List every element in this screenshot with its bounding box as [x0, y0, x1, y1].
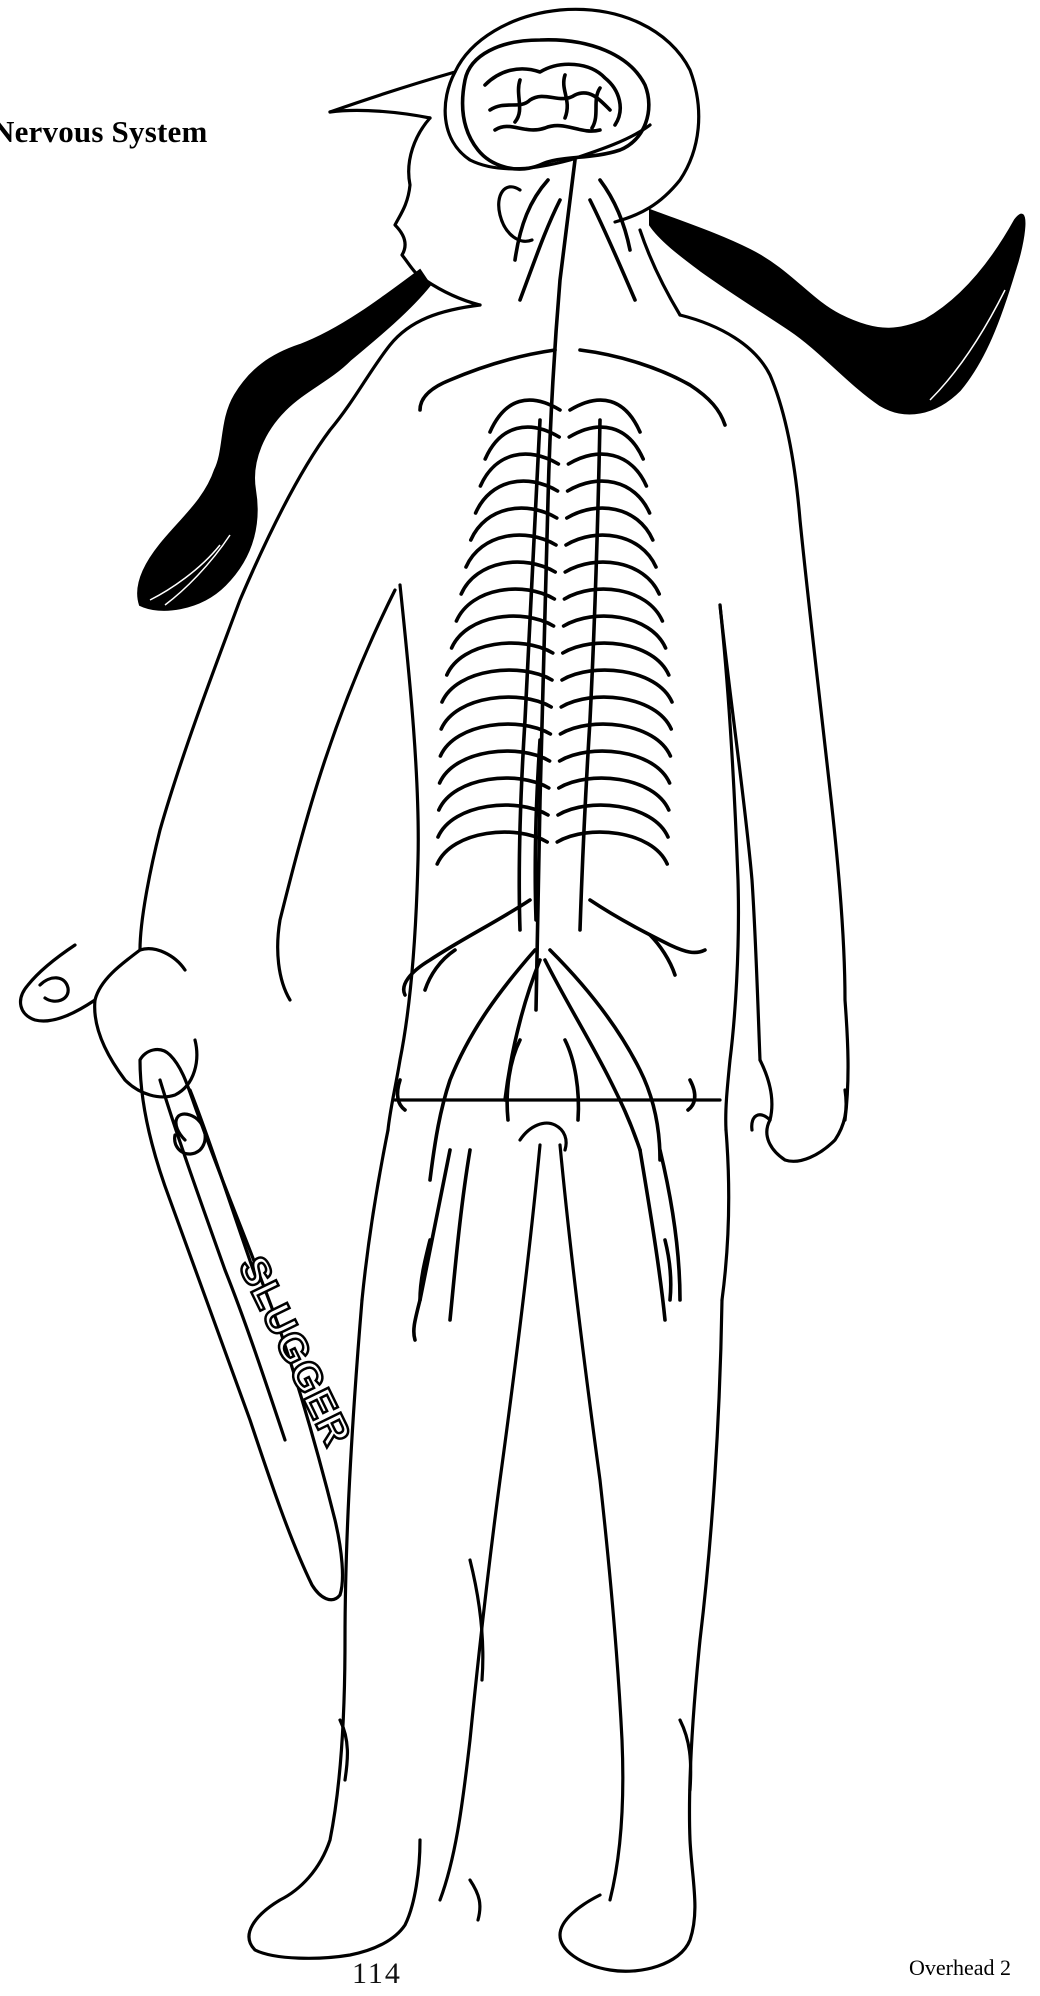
left-braid [138, 270, 430, 610]
brain [463, 40, 649, 169]
lumbar-plexus [398, 900, 705, 1340]
right-braid [650, 210, 1024, 413]
intercostal-nerves [437, 400, 672, 864]
page-number: 114 [352, 1957, 402, 1991]
overhead-caption: Overhead 2 [909, 1955, 1011, 1981]
intercostal-nerve-left [437, 832, 547, 864]
baseball-bat [21, 945, 343, 1600]
intercostal-nerve-right [557, 832, 667, 864]
page-title: Nervous System [0, 114, 207, 150]
